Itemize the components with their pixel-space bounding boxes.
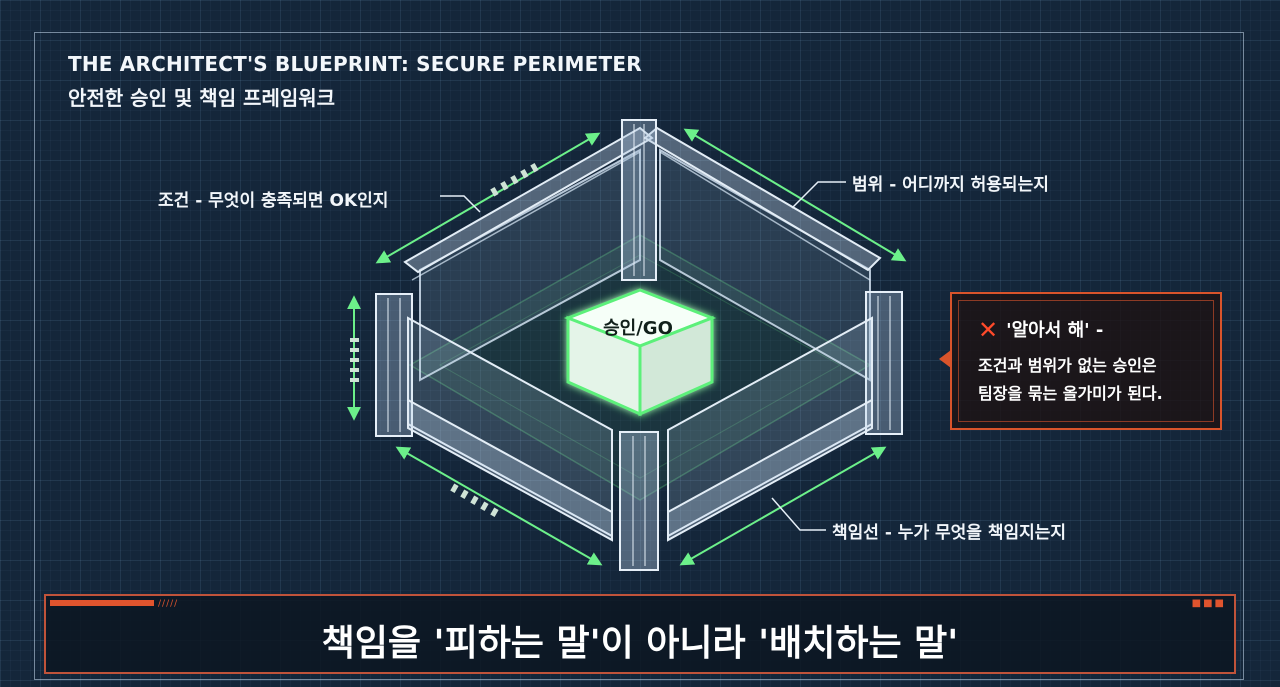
banner-stripes-icon: ///// xyxy=(158,599,179,609)
title-english: THE ARCHITECT'S BLUEPRINT: SECURE PERIME… xyxy=(68,52,642,76)
go-cube-label: 승인/GO xyxy=(603,318,673,339)
blueprint-frame xyxy=(34,32,1244,680)
label-responsibility: 책임선 - 누가 무엇을 책임지는지 xyxy=(832,523,1067,543)
warning-line-2: 팀장을 묶는 올가미가 된다. xyxy=(978,384,1163,403)
arrow-bottom-left xyxy=(395,446,603,566)
post-left xyxy=(375,293,413,437)
warning-title-text: '알아서 해' - xyxy=(1006,320,1104,341)
label-scope: 범위 - 어디까지 허용되는지 xyxy=(852,175,1049,195)
leader-lines xyxy=(440,181,846,531)
tick-marks xyxy=(350,163,539,517)
go-cube xyxy=(563,288,717,417)
warning-title: ✕ '알아서 해' - xyxy=(978,316,1103,344)
warning-line-1: 조건과 범위가 없는 승인은 xyxy=(978,356,1157,375)
banner-accent-bar xyxy=(50,600,154,606)
banner-dots-icon: ■■■ xyxy=(1191,598,1226,609)
bottom-banner: ///// ■■■ 책임을 '피하는 말'이 아니라 '배치하는 말' xyxy=(44,594,1236,674)
arrow-top-left xyxy=(375,132,601,264)
title-korean: 안전한 승인 및 책임 프레임워크 xyxy=(68,86,336,110)
label-condition: 조건 - 무엇이 충족되면 OK인지 xyxy=(158,191,389,211)
arrow-top-right xyxy=(683,128,907,262)
dimension-arrows xyxy=(347,128,907,566)
post-back xyxy=(621,119,657,281)
arrow-bottom-right xyxy=(679,446,887,566)
banner-text: 책임을 '피하는 말'이 아니라 '배치하는 말' xyxy=(321,623,959,664)
post-front xyxy=(619,431,659,571)
warning-callout: ✕ '알아서 해' - 조건과 범위가 없는 승인은 팀장을 묶는 올가미가 된다… xyxy=(939,292,1222,430)
warning-inner-border xyxy=(958,300,1214,422)
x-icon: ✕ xyxy=(978,316,999,344)
title-block: THE ARCHITECT'S BLUEPRINT: SECURE PERIME… xyxy=(68,52,642,111)
